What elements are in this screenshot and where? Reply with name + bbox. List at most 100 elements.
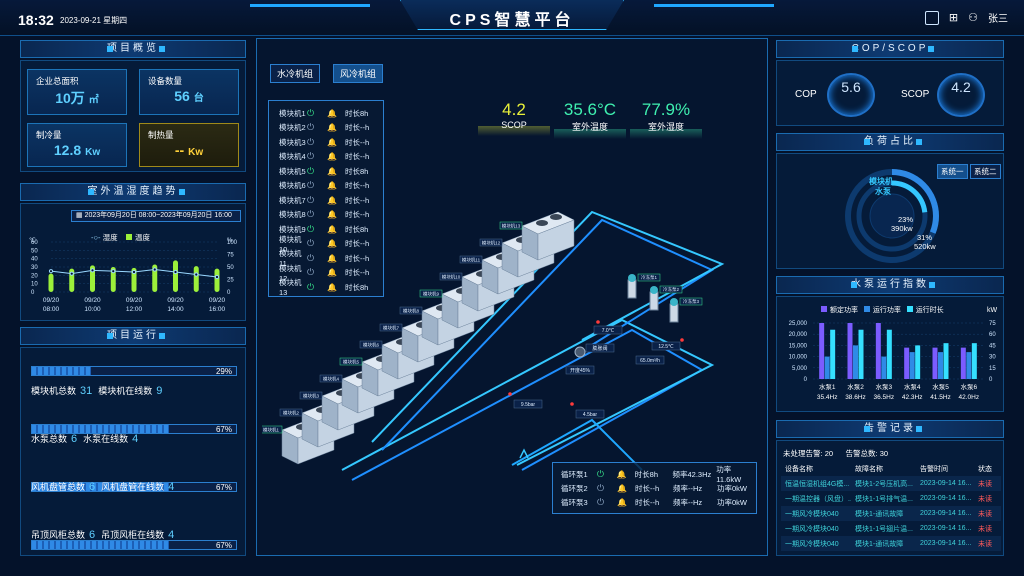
clock-time: 18:32	[18, 12, 54, 28]
x-tick-label: 水泵6	[961, 382, 978, 391]
pump-unit	[649, 291, 659, 311]
y-tick-label: 25,000	[789, 321, 808, 327]
run-total-label: 吊顶风柜总数	[31, 530, 86, 540]
user-icon[interactable]: ⚇	[968, 12, 978, 24]
col-status: 状态	[978, 465, 992, 473]
pump-motor	[628, 274, 636, 282]
legend-temp-icon	[125, 234, 132, 240]
module-row[interactable]: 模块机6⏻🔔时长--h	[269, 179, 383, 194]
flow-arrow	[519, 448, 529, 459]
y-right-tick-label: 45	[989, 343, 996, 349]
power-icon: ⏻	[307, 136, 315, 147]
x-tick-label: 水泵4	[904, 382, 921, 391]
expansion-valve	[574, 346, 586, 358]
unit-label: 模块机12	[482, 240, 501, 247]
power-icon: ⏻	[307, 223, 315, 234]
user-name[interactable]: 张三	[988, 14, 1008, 25]
run-online-value: 4	[132, 433, 139, 445]
pump-bar	[909, 352, 915, 379]
unit-label-box	[262, 425, 283, 434]
pump-bar	[830, 329, 836, 379]
pump-frequency: 频率42.3Hz	[672, 469, 712, 479]
alarm-status: 未读	[978, 495, 992, 503]
pump-label-box	[679, 297, 703, 306]
unit-label: 模块机1	[263, 427, 279, 434]
module-name: 模块机5	[279, 166, 306, 176]
module-row[interactable]: 模块机9⏻🔔时长8h	[269, 222, 383, 237]
run-total-value: 31	[80, 385, 93, 397]
tab-system-2[interactable]: 系统二	[970, 164, 1001, 179]
module-name: 模块机4	[279, 152, 306, 162]
power-icon: ⏻	[307, 194, 315, 205]
x-tick-freq: 41.5Hz	[930, 394, 951, 401]
module-duration: 时长--h	[345, 210, 370, 220]
tab-water-cooled[interactable]: 水冷机组	[270, 64, 321, 83]
temp-bar	[48, 273, 54, 292]
bell-icon: 🔔	[327, 152, 337, 162]
run-online-label: 模块机在线数	[98, 386, 153, 396]
kpi-pedestal	[478, 126, 550, 136]
pump-bar	[971, 343, 977, 379]
screen-icon[interactable]	[924, 10, 939, 25]
module-row[interactable]: 模块机5⏻🔔时长8h	[269, 164, 383, 179]
date-label: 2023-09-21 星期四	[60, 16, 128, 25]
y-tick-label: 40	[31, 257, 38, 263]
module-row[interactable]: 模块机4⏻🔔时长--h	[269, 150, 383, 165]
bell-icon: 🔔	[327, 268, 337, 278]
module-row[interactable]: 模块机1⏻🔔时长8h	[269, 106, 383, 121]
module-row[interactable]: 模块机11⏻🔔时长--h	[269, 249, 383, 268]
trend-date-range[interactable]: ▦ 2023年09月20日 08:00~2023年09月20日 16:00	[71, 210, 241, 222]
alarm-header-row: 设备名称 故障名称 告警时间 状态	[781, 461, 1001, 476]
pump-power: 功率0kW	[717, 483, 747, 493]
module-row[interactable]: 模块机8⏻🔔时长--h	[269, 208, 383, 223]
kpi-value: 4.2	[502, 100, 526, 119]
col-device: 设备名称	[785, 465, 813, 473]
x-tick-label: 16:00	[209, 306, 226, 313]
temp-bar	[173, 260, 178, 292]
pump-index-legend: 额定功率 运行功率 运行时长	[821, 305, 944, 315]
run-progress-fill	[32, 483, 169, 491]
scop-gauge	[937, 73, 985, 117]
module-row[interactable]: 模块机10⏻🔔时长--h	[269, 235, 383, 254]
hierarchy-icon[interactable]: ⊞	[948, 12, 959, 24]
y-right-tick-label: 60	[989, 332, 996, 338]
module-row[interactable]: 模块机13⏻🔔时长8h	[269, 278, 383, 297]
module-name: 模块机3	[279, 137, 306, 147]
bell-icon: 🔔	[327, 181, 337, 191]
unit-label-box	[439, 272, 463, 281]
module-row[interactable]: 模块机2⏻🔔时长--h	[269, 121, 383, 136]
alarm-row[interactable]: 一期温控器（风盘）...模块1-1号排气温...2023-09-14 16...…	[781, 491, 1001, 506]
cop-value: 5.6	[841, 79, 861, 95]
module-row[interactable]: 模块机7⏻🔔时长--h	[269, 193, 383, 208]
pump-label: 冷冻泵1	[641, 274, 657, 281]
module-duration: 时长--h	[345, 123, 370, 133]
col-fault: 故障名称	[855, 465, 883, 473]
alarm-total-count: 30	[879, 449, 889, 458]
module-row[interactable]: 模块机12⏻🔔时长--h	[269, 264, 383, 283]
alarm-row[interactable]: 恒温恒湿机组4G模...模块1-2号压机高...2023-09-14 16...…	[781, 476, 1001, 491]
humidity-point	[90, 268, 95, 273]
tab-system-1[interactable]: 系统一	[937, 164, 968, 179]
tab-air-cooled[interactable]: 风冷机组	[333, 64, 384, 83]
kpi-label: SCOP	[501, 120, 527, 130]
legend-running-icon	[863, 306, 870, 312]
unit-label: 模块机3	[303, 393, 319, 400]
x-tick-freq: 36.5Hz	[874, 394, 895, 401]
pump-duration: 时长--h	[635, 497, 660, 507]
run-progress-bar: 67%	[31, 424, 237, 434]
bell-icon: 🔔	[327, 123, 337, 133]
module-duration: 时长8h	[345, 282, 369, 292]
power-icon: ⏻	[307, 252, 315, 263]
alarm-status: 未读	[978, 540, 992, 548]
y-tick-label: 10	[31, 282, 38, 288]
bell-icon: 🔔	[617, 483, 627, 493]
module-row[interactable]: 模块机3⏻🔔时长--h	[269, 135, 383, 150]
